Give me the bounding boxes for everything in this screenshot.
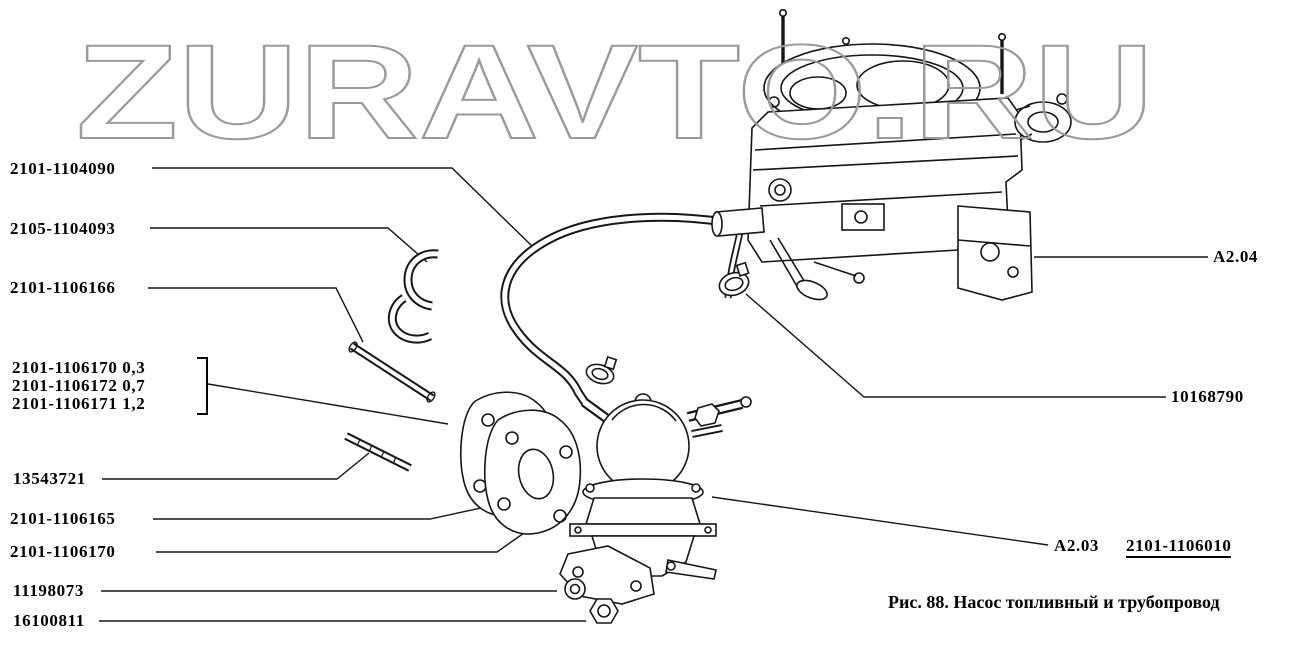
mounting-stud-drawing <box>344 432 412 472</box>
part-label-1104090: 2101-1104090 <box>10 159 116 178</box>
part-label-11198073: 11198073 <box>13 581 84 600</box>
part-label-10168790: 10168790 <box>1171 387 1244 406</box>
spacer-plates-drawing <box>460 391 582 535</box>
part-label-16100811: 16100811 <box>13 611 85 630</box>
figure-caption: Рис. 88. Насос топливный и трубопровод <box>888 592 1220 612</box>
connecting-rod-drawing <box>348 341 436 403</box>
section-ref-a204: A2.04 <box>1213 247 1259 266</box>
part-label-13543721: 13543721 <box>13 469 86 488</box>
hose-clamp-pump <box>585 356 618 385</box>
fuel-pipe-drawing <box>500 212 744 407</box>
section-ref-a203: A2.03 <box>1054 536 1100 555</box>
leader-lines <box>99 167 1208 622</box>
part-label-1104093: 2105-1104093 <box>10 219 116 238</box>
fuel-pump-drawing <box>559 393 752 605</box>
nut-drawing <box>589 598 619 624</box>
washer-drawing <box>564 578 586 600</box>
part-label-1106170b: 2101-1106170 <box>10 542 116 561</box>
clamp-halves-drawing <box>387 249 439 344</box>
carburetor-drawing <box>711 9 1072 301</box>
part-label-1106170-03: 2101-1106170 0,3 <box>12 358 146 377</box>
assembly-ref-link[interactable]: 2101-1106010 <box>1126 536 1232 558</box>
hose-clamp-carburetor <box>718 261 750 297</box>
part-label-1106166: 2101-1106166 <box>10 278 116 297</box>
part-label-1106171-12: 2101-1106171 1,2 <box>12 394 146 413</box>
part-label-1106172-07: 2101-1106172 0,7 <box>12 376 146 395</box>
assembly-ref-number[interactable]: 2101-1106010 <box>1126 536 1232 558</box>
watermark-text: ZURAVTO.RU <box>76 18 1154 167</box>
part-label-1106165: 2101-1106165 <box>10 509 116 528</box>
gasket-group-bracket <box>197 357 208 415</box>
